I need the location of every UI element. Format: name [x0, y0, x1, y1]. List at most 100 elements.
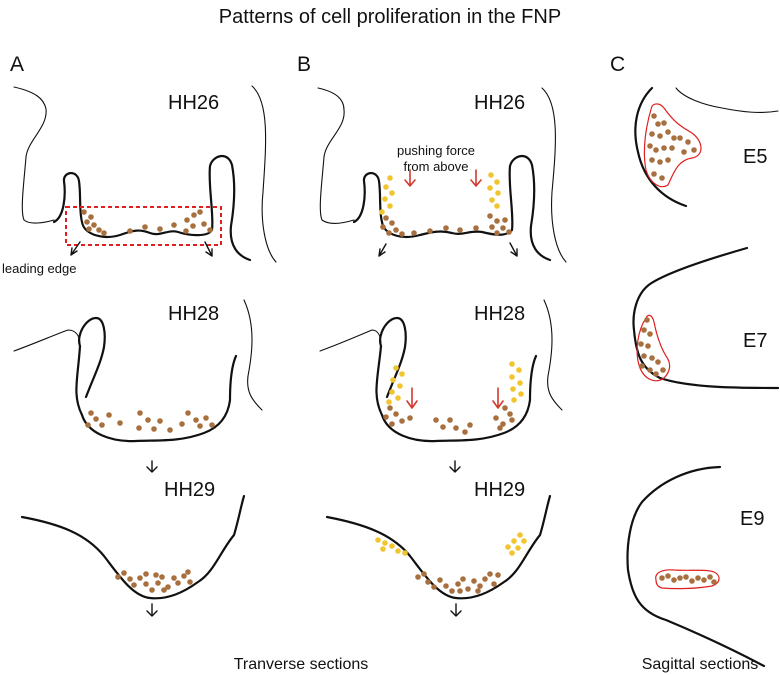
cell-dot — [657, 133, 663, 139]
cell-dot — [647, 367, 653, 373]
growth-arrow-hh29-b — [450, 603, 462, 617]
cell-dot — [494, 218, 500, 224]
cell-dot — [510, 386, 516, 392]
panel-a-hh29: HH29 — [20, 479, 246, 617]
cell-dot — [387, 203, 393, 209]
cell-dot — [495, 190, 501, 196]
cell-dot — [462, 429, 468, 435]
panel-b-hh26: HH26 pushing force from above — [317, 87, 567, 263]
cell-dot — [500, 421, 506, 427]
cell-dot — [665, 157, 671, 163]
cell-dot — [681, 149, 687, 155]
cell-dot — [482, 576, 488, 582]
cell-dot — [649, 157, 655, 163]
cell-dot — [516, 367, 522, 373]
left-process-hh28-b — [379, 316, 407, 399]
cell-dot — [383, 414, 389, 420]
panel-c-label: C — [610, 53, 625, 76]
cell-dot — [96, 227, 102, 233]
cell-dot — [455, 581, 461, 587]
cell-dot — [380, 546, 386, 552]
cell-dot — [402, 550, 408, 556]
cell-dot — [509, 374, 515, 380]
cell-dot — [389, 190, 395, 196]
cell-dot — [190, 223, 196, 229]
cell-dot — [137, 410, 143, 416]
growth-arrow-hh29-a — [146, 603, 158, 617]
cell-dot — [395, 395, 401, 401]
cell-dot — [518, 391, 524, 397]
force-arrow-left-hh28 — [406, 387, 418, 409]
leading-edge-arrow-right-b — [509, 242, 518, 257]
cell-dot — [151, 426, 157, 432]
sagittal-sections-caption: Sagittal sections — [642, 656, 759, 673]
cell-dot — [657, 159, 663, 165]
stage-label-e5: E5 — [743, 146, 767, 168]
face-outline-right-hh28 — [243, 299, 263, 411]
cell-dot — [382, 196, 388, 202]
cell-dot — [136, 425, 142, 431]
cell-dot — [655, 359, 661, 365]
leading-edge-label: leading edge — [2, 261, 76, 276]
cell-dot — [443, 583, 449, 589]
cell-dot — [157, 226, 163, 232]
cell-dot — [457, 588, 463, 594]
cell-dot — [383, 184, 389, 190]
cell-dot — [88, 214, 94, 220]
cell-dot — [386, 399, 392, 405]
cell-cluster-b-hh28 — [383, 405, 515, 435]
cell-dot — [511, 397, 517, 403]
cell-dot — [473, 225, 479, 231]
cell-dot — [517, 380, 523, 386]
cell-dot — [437, 577, 443, 583]
fnp-outline-hh26-b — [352, 155, 552, 262]
panel-c-e9: E9 — [626, 465, 766, 668]
cell-dot — [660, 367, 666, 373]
cell-dot — [465, 586, 471, 592]
cell-dot — [661, 145, 667, 151]
leading-edge-arrow-right — [204, 241, 213, 257]
stage-label-e9: E9 — [740, 508, 764, 530]
face-outline-right-b — [541, 87, 567, 263]
force-arrow-right — [470, 169, 482, 187]
cell-dot — [649, 355, 655, 361]
face-outline-left-b-hh28 — [319, 329, 382, 352]
cell-dot — [399, 231, 405, 237]
cell-dot — [149, 587, 155, 593]
cell-dot — [449, 588, 455, 594]
cell-dot — [85, 422, 91, 428]
sagittal-outline-e5-top — [675, 87, 779, 113]
cell-dot — [491, 581, 497, 587]
cell-dot — [488, 172, 494, 178]
cell-dot — [506, 229, 512, 235]
cell-dot — [127, 228, 133, 234]
cell-dot — [659, 175, 665, 181]
left-process-hh28 — [78, 316, 106, 399]
cell-dot — [645, 343, 651, 349]
cell-dot — [677, 575, 683, 581]
yellow-cluster-b-hh26-left — [379, 175, 395, 215]
cell-dot — [407, 415, 413, 421]
cell-dot — [509, 417, 515, 423]
cell-dot — [515, 545, 521, 551]
cell-dot — [161, 587, 167, 593]
fnp-outline-hh26 — [52, 155, 252, 262]
panel-c-e5: E5 — [634, 86, 779, 208]
cell-dot — [431, 584, 437, 590]
cell-dot — [167, 427, 173, 433]
cell-dot — [142, 224, 148, 230]
pushing-force-label-line1: pushing force — [397, 143, 475, 158]
cell-dot — [494, 203, 500, 209]
sagittal-outline-e7 — [632, 246, 780, 390]
cell-dot — [191, 212, 197, 218]
cell-dot — [425, 579, 431, 585]
cell-dot — [84, 219, 90, 225]
cell-dot — [387, 405, 393, 411]
cell-dot — [641, 327, 647, 333]
cell-dot — [659, 575, 665, 581]
pushing-force-label-line2: from above — [403, 159, 468, 174]
cell-dot — [647, 331, 653, 337]
cell-dot — [209, 422, 215, 428]
face-outline-right-b-hh28 — [543, 299, 563, 411]
cell-dot — [475, 588, 481, 594]
